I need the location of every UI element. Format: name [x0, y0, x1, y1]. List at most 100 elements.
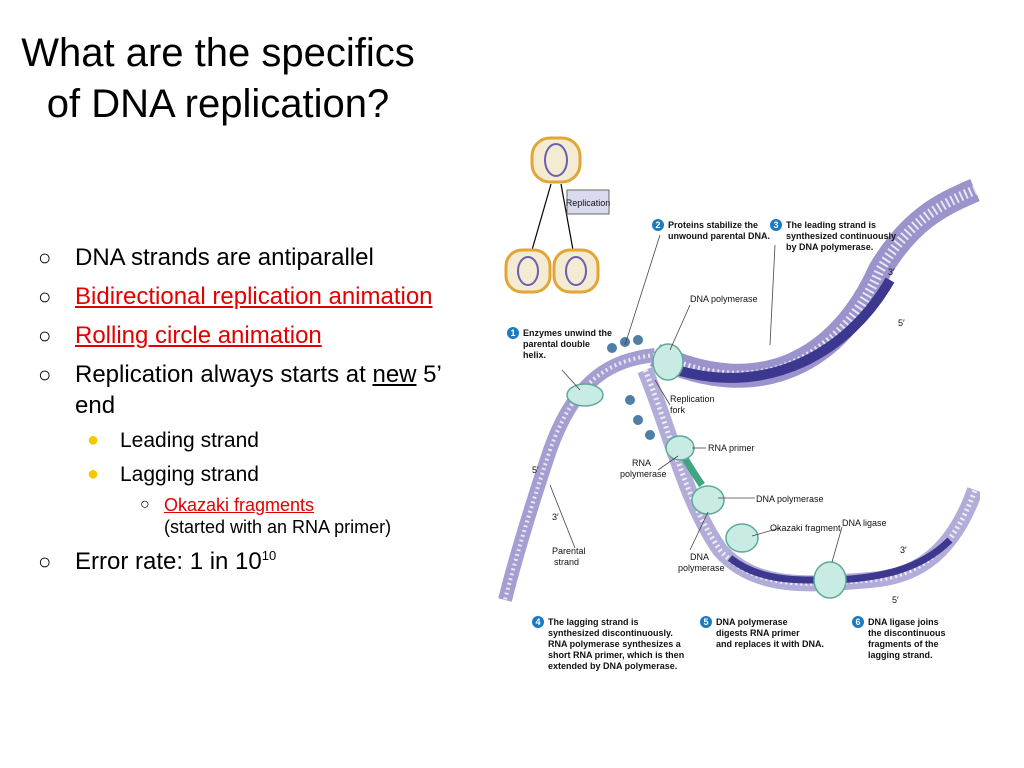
okazaki-note: (started with an RNA primer)	[164, 517, 392, 537]
circle-bullet-icon: ○	[38, 245, 52, 270]
step3-line: by DNA polymerase.	[786, 242, 873, 252]
bullet-text-end: 5’ end	[75, 361, 441, 419]
bidirectional-animation-link[interactable]: Bidirectional replication animation	[75, 283, 433, 310]
okazaki-fragments-link[interactable]: Okazaki fragments	[164, 495, 315, 515]
step6-line: DNA ligase joins	[868, 617, 939, 627]
replication-fork-label: Replication	[670, 394, 715, 404]
step-number: 2	[655, 220, 660, 230]
sub-bullet-list: ● Leading strand ● Lagging strand ○ Okaz…	[75, 427, 458, 538]
bullet-text: Error rate: 1 in 10	[75, 548, 262, 575]
bullet-error-rate: ○ Error rate: 1 in 1010	[38, 546, 458, 577]
sub-sub-bullet-okazaki: ○ Okazaki fragments (started with an RNA…	[120, 494, 458, 538]
leading-template-bases	[503, 353, 656, 601]
step3-line: synthesized continuously	[786, 231, 896, 241]
binding-proteins	[607, 335, 655, 440]
strand-end-label: 3′	[900, 545, 907, 555]
circle-bullet-icon: ○	[38, 549, 52, 574]
okazaki-fragment-label: Okazaki fragment	[770, 523, 841, 533]
exponent: 10	[261, 548, 277, 563]
bullet-text: Replication always starts at	[75, 361, 373, 388]
step-number-badge	[852, 616, 864, 628]
callout-lines	[549, 234, 843, 563]
step5-line: and replaces it with DNA.	[716, 639, 824, 649]
sub-bullet-leading: ● Leading strand	[75, 427, 458, 454]
step1-line: parental double	[523, 339, 590, 349]
dot-bullet-icon: ●	[87, 463, 100, 485]
step4-line: RNA polymerase synthesizes a	[548, 639, 682, 649]
parent-cell-icon	[530, 136, 582, 184]
arrow-right-line	[560, 183, 574, 251]
dna-replication-figure: Replication 1 En	[498, 136, 980, 671]
step4-line: The lagging strand is	[548, 617, 639, 627]
bullet-bidirectional: ○ Bidirectional replication animation	[38, 281, 458, 312]
dna-polymerase-label: DNA polymerase	[690, 294, 758, 304]
bullet-rolling-circle: ○ Rolling circle animation	[38, 320, 458, 351]
step4-line: extended by DNA polymerase.	[548, 661, 677, 671]
rna-polymerase-enzyme	[665, 435, 695, 461]
strand-end-label: 3′	[888, 267, 895, 277]
arrow-left-line	[531, 183, 552, 251]
step2-line: unwound parental DNA.	[668, 231, 770, 241]
bullet-antiparallel: ○ DNA strands are antiparallel	[38, 242, 458, 273]
step-number: 1	[510, 328, 515, 338]
sub-bullet-text: Lagging strand	[120, 463, 259, 486]
dna-ligase-enzyme	[813, 561, 847, 599]
step-number-badge	[532, 616, 544, 628]
dna-polymerase-label: polymerase	[678, 563, 725, 573]
rna-polymerase-label: polymerase	[620, 469, 667, 479]
daughter-cell-icon	[552, 248, 600, 294]
slide-title: What are the specifics of DNA replicatio…	[21, 31, 415, 126]
step-number: 5	[703, 617, 708, 627]
cell-division-diagram: Replication	[504, 136, 610, 294]
bullet-list: ○ DNA strands are antiparallel ○ Bidirec…	[38, 242, 458, 585]
joined-lagging-strand	[834, 537, 953, 584]
circle-bullet-icon: ○	[38, 362, 52, 387]
step-number-badge	[700, 616, 712, 628]
step6-line: fragments of the	[868, 639, 939, 649]
lagging-dna-polymerase	[691, 485, 725, 515]
circle-bullet-icon: ○	[38, 284, 52, 309]
leading-strand	[668, 277, 895, 383]
step1-line: helix.	[523, 350, 546, 360]
bullet-starts-new-end: ○ Replication always starts at new 5’ en…	[38, 359, 458, 538]
step-number: 6	[855, 617, 860, 627]
step1-line: Enzymes unwind the	[523, 328, 612, 338]
step-number-badge	[507, 327, 519, 339]
step-number: 4	[535, 617, 540, 627]
step6-line: lagging strand.	[868, 650, 933, 660]
sub-bullet-lagging: ● Lagging strand ○ Okazaki fragments (st…	[75, 461, 458, 538]
step6-line: the discontinuous	[868, 628, 946, 638]
leading-dna-polymerase	[652, 343, 684, 381]
circle-bullet-icon: ○	[38, 323, 52, 348]
dot-bullet-icon: ●	[87, 429, 100, 451]
replication-fork-label: fork	[670, 405, 686, 415]
daughter-chromosome-icon	[565, 256, 587, 286]
parent-chromosome-icon	[544, 143, 568, 177]
dna-polymerase-label: DNA polymerase	[756, 494, 824, 504]
rolling-circle-animation-link[interactable]: Rolling circle animation	[75, 322, 322, 349]
step-number-badge	[770, 219, 782, 231]
rna-polymerase-label: RNA	[632, 458, 651, 468]
daughter-chromosome-icon	[517, 256, 539, 286]
parental-strand-label: strand	[554, 557, 579, 567]
strand-end-label: 3′	[552, 512, 559, 522]
sub-sub-bullet-list: ○ Okazaki fragments (started with an RNA…	[120, 494, 458, 538]
step5-line: DNA polymerase	[716, 617, 788, 627]
underlined-new: new	[372, 361, 417, 388]
strand-end-label: 5′	[898, 318, 905, 328]
replication-tag	[566, 189, 610, 215]
base-pairs-top	[652, 185, 977, 381]
step-number: 3	[773, 220, 778, 230]
dna-polymerase-label: DNA	[690, 552, 709, 562]
step5-line: digests RNA primer	[716, 628, 800, 638]
step4-line: short RNA primer, which is then	[548, 650, 684, 660]
step3-line: The leading strand is	[786, 220, 876, 230]
step-number-badge	[652, 219, 664, 231]
strand-end-label: 5′	[892, 595, 899, 605]
daughter-cell-icon	[504, 248, 552, 294]
sub-bullet-text: Leading strand	[120, 429, 259, 452]
rna-primer-label: RNA primer	[708, 443, 755, 453]
primer-digesting-polymerase	[725, 523, 759, 553]
helicase-enzyme	[566, 383, 604, 407]
step4-line: synthesized discontinuously.	[548, 628, 673, 638]
